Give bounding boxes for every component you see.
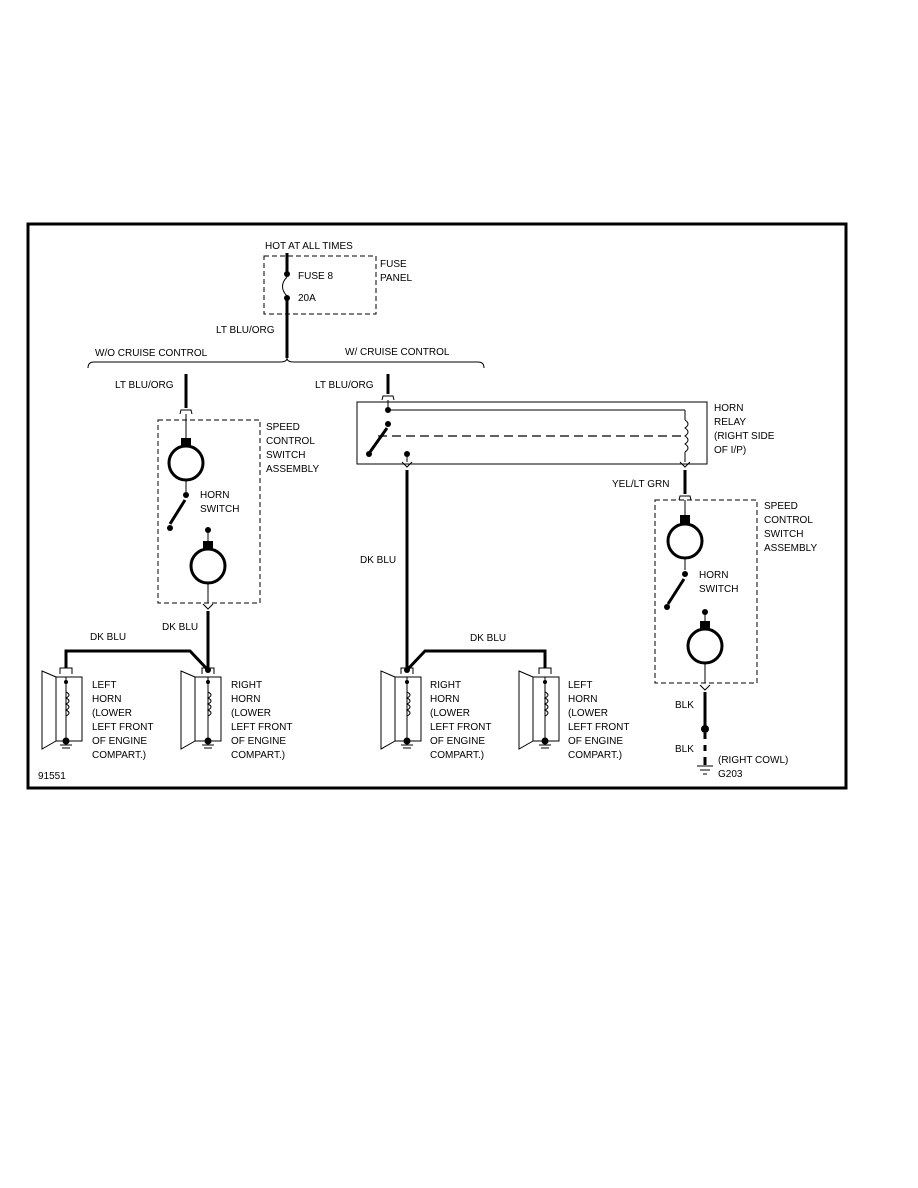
right-horn-switch-label-1: HORN: [699, 570, 728, 581]
ground-id-label: G203: [718, 769, 743, 780]
yel-lt-grn-label: YEL/LT GRN: [612, 479, 669, 490]
figure-id-label: 91551: [38, 771, 66, 782]
with-cruise-label: W/ CRUISE CONTROL: [345, 347, 450, 358]
left-sc-label-4: ASSEMBLY: [266, 464, 319, 475]
left-horn-switch-label-1: HORN: [200, 490, 229, 501]
left-feed-wire-label: LT BLU/ORG: [115, 380, 174, 391]
relay-label-3: (RIGHT SIDE: [714, 431, 775, 442]
horn-right-1: RIGHT HORN (LOWER LEFT FRONT OF ENGINE C…: [180, 667, 292, 761]
horn2-label-3: (LOWER: [231, 708, 271, 719]
blk-label-2: BLK: [675, 744, 694, 755]
clockspring-contact-right: [666, 522, 704, 560]
horn3-label-3: (LOWER: [430, 708, 470, 719]
left-branch: LT BLU/ORG SPEED CONTROL SWITCH ASSEMBLY…: [64, 374, 319, 673]
fuse-panel-label-2: PANEL: [380, 273, 412, 284]
horn3-label-4: LEFT FRONT: [430, 722, 491, 733]
left-dk-blu-horizontal-label: DK BLU: [90, 632, 126, 643]
horn3-label-6: COMPART.): [430, 750, 484, 761]
horn2-label-1: RIGHT: [231, 680, 262, 691]
horn4-label-5: OF ENGINE: [568, 736, 623, 747]
horn-left-1: LEFT HORN (LOWER LEFT FRONT OF ENGINE CO…: [41, 667, 153, 761]
diagram-frame: [26, 222, 848, 790]
speed-control-switch-left: [157, 419, 261, 604]
right-horn-switch-label-2: SWITCH: [699, 584, 738, 595]
fuse-panel: HOT AT ALL TIMES FUSE 8 20A FUSE PANEL L…: [216, 241, 412, 358]
main-wire-label: LT BLU/ORG: [216, 325, 275, 336]
horn2-label-2: HORN: [231, 694, 260, 705]
horn4-label-6: COMPART.): [568, 750, 622, 761]
ground-location-label: (RIGHT COWL): [718, 755, 788, 766]
relay-label-2: RELAY: [714, 417, 746, 428]
right-sc-label-2: CONTROL: [764, 515, 813, 526]
mid-dk-blu-horizontal-label: DK BLU: [470, 633, 506, 644]
fuse-number-label: FUSE 8: [298, 271, 333, 282]
horn-right-2: RIGHT HORN (LOWER LEFT FRONT OF ENGINE C…: [380, 667, 491, 761]
left-sc-label-1: SPEED: [266, 422, 300, 433]
horn2-label-4: LEFT FRONT: [231, 722, 292, 733]
horn-pad-right: [686, 627, 724, 665]
horn-left-2: LEFT HORN (LOWER LEFT FRONT OF ENGINE CO…: [518, 667, 629, 761]
without-cruise-label: W/O CRUISE CONTROL: [95, 348, 208, 359]
horn1-label-5: OF ENGINE: [92, 736, 147, 747]
horn1-label-4: LEFT FRONT: [92, 722, 153, 733]
left-horn-switch-contact: [168, 499, 187, 525]
fuse-panel-label-1: FUSE: [380, 259, 407, 270]
horn3-label-5: OF ENGINE: [430, 736, 485, 747]
horn1-label-6: COMPART.): [92, 750, 146, 761]
option-bracket: W/O CRUISE CONTROL W/ CRUISE CONTROL: [87, 347, 485, 369]
horn4-label-2: HORN: [568, 694, 597, 705]
horn1-label-1: LEFT: [92, 680, 116, 691]
horn4-label-3: (LOWER: [568, 708, 608, 719]
right-sc-label-3: SWITCH: [764, 529, 803, 540]
clockspring-contact-left: [167, 444, 205, 482]
horn2-label-5: OF ENGINE: [231, 736, 286, 747]
relay-coil: [684, 419, 689, 453]
left-horn-switch-label-2: SWITCH: [200, 504, 239, 515]
horn-pad-left: [189, 547, 227, 585]
blk-label-1: BLK: [675, 700, 694, 711]
hot-at-all-times-label: HOT AT ALL TIMES: [265, 241, 353, 252]
relay-label-1: HORN: [714, 403, 743, 414]
relay-contact: [368, 427, 389, 453]
mid-dk-blu-vertical-label: DK BLU: [360, 555, 396, 566]
horn3-label-1: RIGHT: [430, 680, 461, 691]
horn3-label-2: HORN: [430, 694, 459, 705]
horn2-label-6: COMPART.): [231, 750, 285, 761]
right-sc-label-4: ASSEMBLY: [764, 543, 817, 554]
speed-control-switch-right: [654, 499, 758, 684]
relay-label-4: OF I/P): [714, 445, 746, 456]
horn4-label-4: LEFT FRONT: [568, 722, 629, 733]
horn1-label-3: (LOWER: [92, 708, 132, 719]
left-sc-label-3: SWITCH: [266, 450, 305, 461]
horn1-label-2: HORN: [92, 694, 121, 705]
left-dk-blu-vertical-label: DK BLU: [162, 622, 198, 633]
right-sc-label-1: SPEED: [764, 501, 798, 512]
left-sc-label-2: CONTROL: [266, 436, 315, 447]
horn4-label-1: LEFT: [568, 680, 592, 691]
right-branch: LT BLU/ORG HORN RELAY (RIGHT SIDE OF I/P…: [315, 374, 817, 780]
horn-relay-box: [356, 401, 708, 465]
fuse-rating-label: 20A: [298, 293, 316, 304]
right-feed-wire-label: LT BLU/ORG: [315, 380, 374, 391]
right-horn-switch-contact: [666, 578, 686, 605]
